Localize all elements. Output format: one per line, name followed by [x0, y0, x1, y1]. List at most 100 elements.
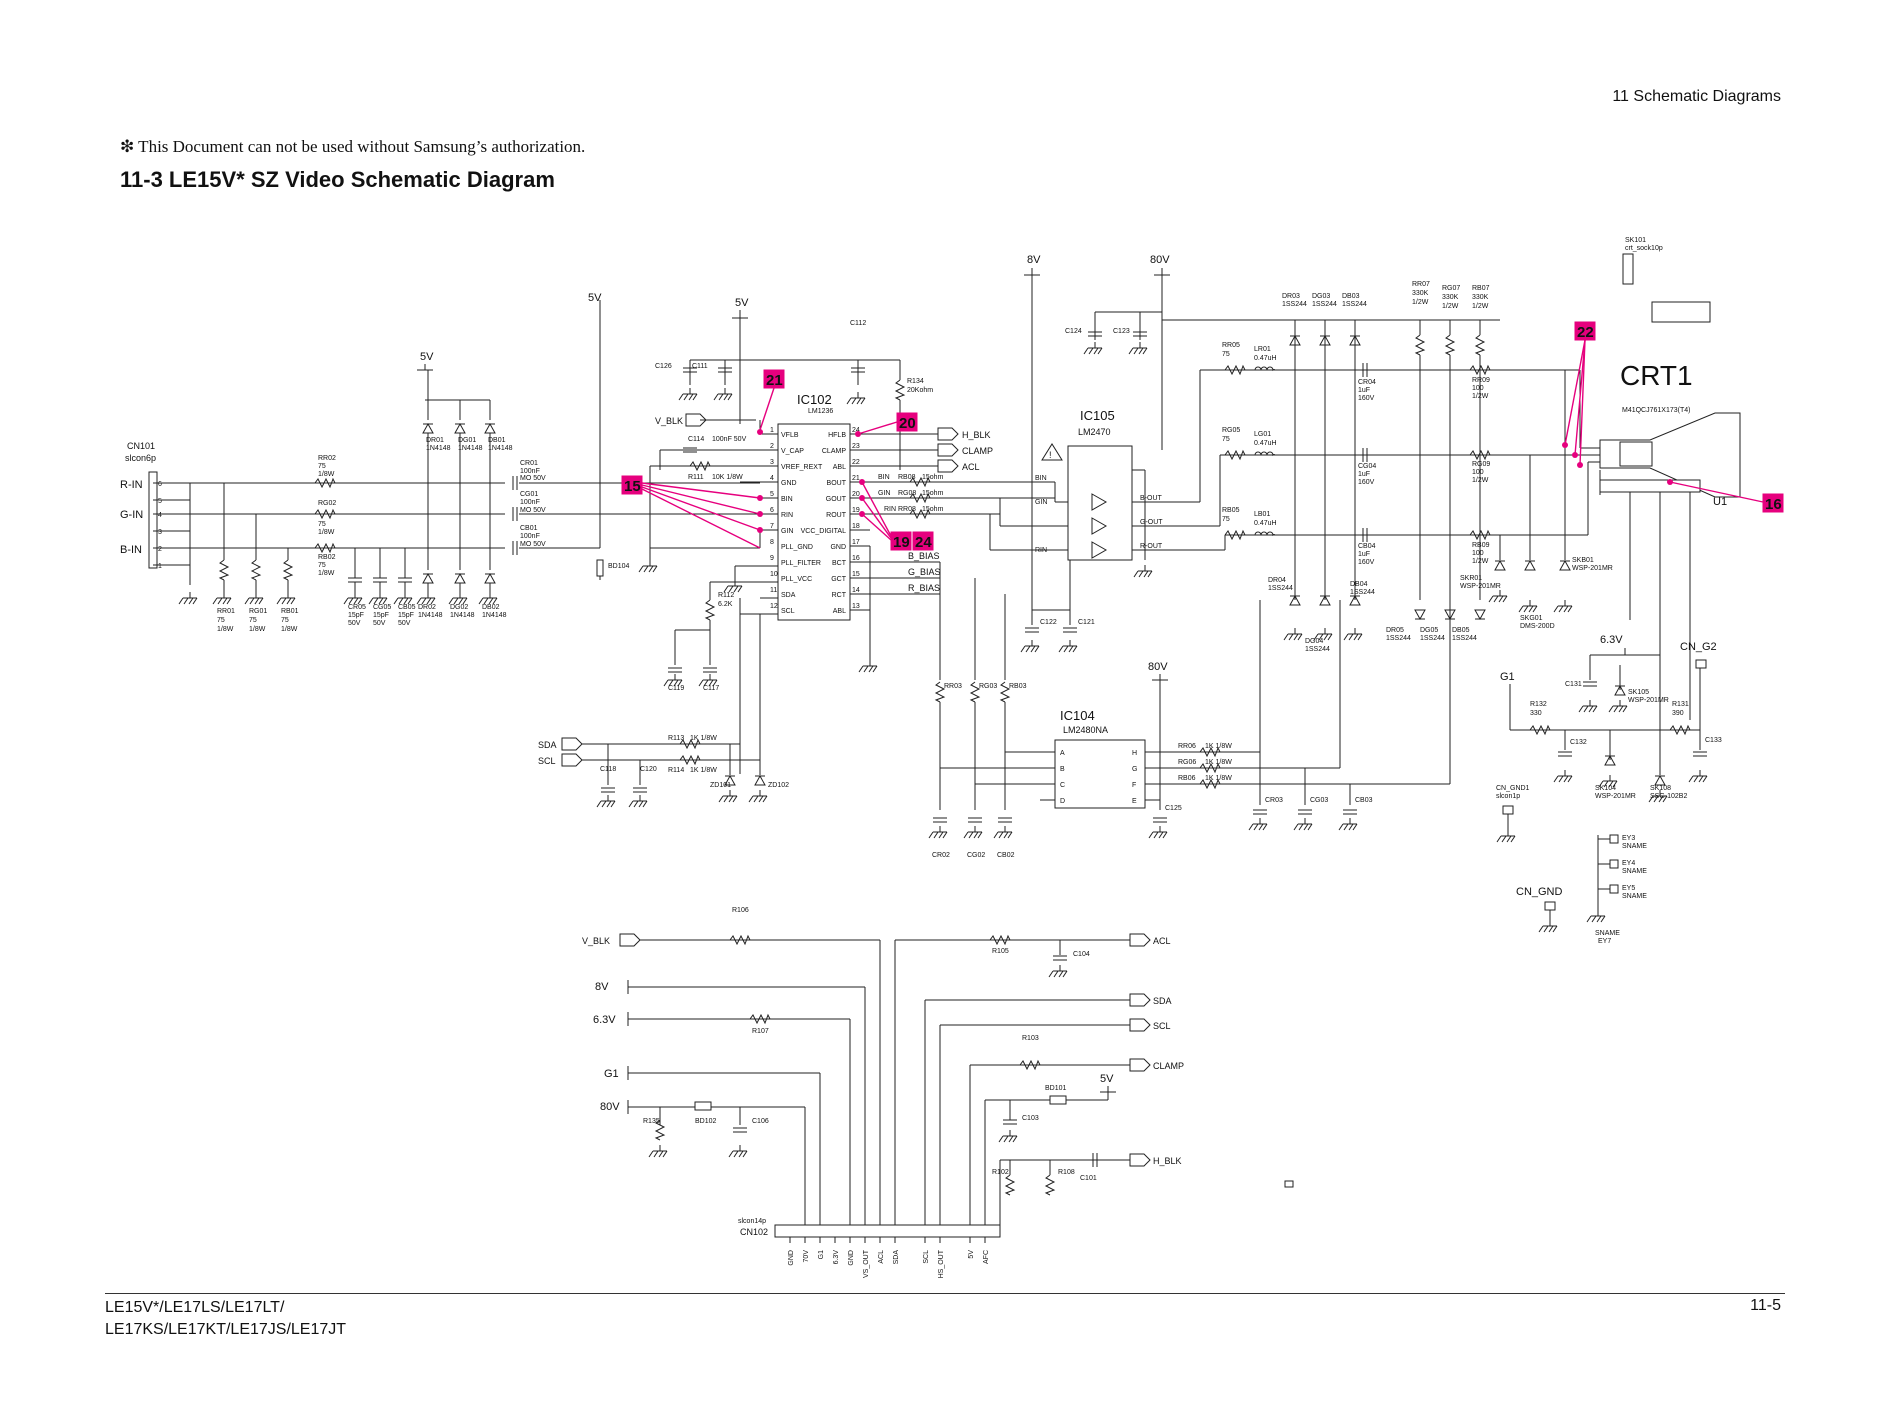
- cn101-pin-number: 3: [158, 529, 162, 536]
- footer-models-line1: LE15V*/LE17LS/LE17LT/: [105, 1299, 285, 1316]
- v80-label-b: 80V: [1148, 661, 1168, 673]
- ic102-pin-left: SDA: [781, 592, 796, 599]
- ic102-pin-number: 1: [770, 427, 774, 434]
- svg-text:C106: C106: [752, 1118, 769, 1125]
- svg-text:WSP-201MR: WSP-201MR: [1572, 565, 1613, 572]
- svg-text:WSP-201MR: WSP-201MR: [1595, 793, 1636, 800]
- ic102-pin-number: 6: [770, 507, 774, 514]
- v-blk-label: V_BLK: [655, 416, 683, 426]
- ic102-pin-left: PLL_GND: [781, 544, 813, 551]
- svg-text:G1: G1: [604, 1068, 619, 1080]
- svg-text:H_BLK: H_BLK: [1153, 1156, 1182, 1166]
- ic104-pin: B: [1060, 766, 1065, 773]
- svg-text:1SS244: 1SS244: [1268, 585, 1293, 592]
- svg-text:75: 75: [1222, 436, 1230, 443]
- svg-text:CLAMP: CLAMP: [1153, 1061, 1184, 1071]
- svg-text:RR05: RR05: [1222, 342, 1240, 349]
- svg-text:100: 100: [1472, 550, 1484, 557]
- svg-text:RB06: RB06: [1178, 775, 1196, 782]
- svg-text:LG01: LG01: [1254, 431, 1271, 438]
- sda-label: SDA: [538, 740, 557, 750]
- svg-text:CR01: CR01: [520, 460, 538, 467]
- ic102-pin-left: SCL: [781, 608, 795, 615]
- cn102-pin-label: SCL: [923, 1250, 930, 1264]
- svg-text:DB03: DB03: [1342, 293, 1360, 300]
- ic102-pin-number: 15: [852, 571, 860, 578]
- acl-label: ACL: [962, 462, 980, 472]
- svg-text:C103: C103: [1022, 1115, 1039, 1122]
- ic102-pin-left: V_CAP: [781, 448, 804, 455]
- svg-text:1SS244: 1SS244: [1282, 301, 1307, 308]
- svg-text:R114: R114: [668, 767, 684, 774]
- svg-text:1/2W: 1/2W: [1442, 303, 1459, 310]
- svg-text:RB07: RB07: [1472, 285, 1490, 292]
- ic104-pin: D: [1060, 798, 1065, 805]
- svg-text:RB05: RB05: [1222, 507, 1240, 514]
- svg-text:100: 100: [1472, 385, 1484, 392]
- svg-text:RR09: RR09: [1472, 377, 1490, 384]
- ic102-pin-right: GOUT: [826, 496, 847, 503]
- ic102-pin-right: GND: [830, 544, 846, 551]
- svg-text:1/8W: 1/8W: [217, 626, 234, 633]
- svg-text:B-OUT: B-OUT: [1140, 495, 1163, 502]
- svg-text:20: 20: [899, 415, 916, 432]
- svg-text:R106: R106: [732, 907, 749, 914]
- ic102-pin-number: 5: [770, 491, 774, 498]
- v5-label-a: 5V: [420, 351, 434, 363]
- svg-text:SSG-102B2: SSG-102B2: [1650, 793, 1687, 800]
- svg-text:RB09: RB09: [1472, 542, 1490, 549]
- svg-text:1K 1/8W: 1K 1/8W: [1205, 743, 1232, 750]
- svg-text:MO 50V: MO 50V: [520, 507, 546, 514]
- svg-text:CB02: CB02: [997, 852, 1015, 859]
- svg-text:C117: C117: [703, 685, 719, 692]
- svg-text:RB03: RB03: [1009, 683, 1027, 690]
- svg-text:15pF: 15pF: [348, 612, 364, 619]
- svg-text:330K: 330K: [1442, 294, 1459, 301]
- svg-text:75: 75: [281, 617, 289, 624]
- svg-text:75: 75: [318, 562, 326, 569]
- svg-text:MO 50V: MO 50V: [520, 475, 546, 482]
- svg-text:8V: 8V: [595, 981, 609, 993]
- svg-text:C101: C101: [1080, 1175, 1097, 1182]
- svg-text:CB03: CB03: [1355, 797, 1373, 804]
- svg-text:1SS244: 1SS244: [1305, 646, 1330, 653]
- svg-text:1K 1/8W: 1K 1/8W: [1205, 759, 1232, 766]
- svg-text:R108: R108: [1058, 1169, 1075, 1176]
- ic102-pin-number: 17: [852, 539, 860, 546]
- svg-text:1SS244: 1SS244: [1420, 635, 1445, 642]
- svg-text:GIN: GIN: [878, 490, 890, 497]
- ic102-pin-number: 8: [770, 539, 774, 546]
- svg-text:50V: 50V: [398, 620, 411, 627]
- svg-text:crt_sock10p: crt_sock10p: [1625, 245, 1663, 252]
- svg-text:1uF: 1uF: [1358, 551, 1370, 558]
- svg-text:ZD101: ZD101: [710, 782, 731, 789]
- svg-text:LM1236: LM1236: [808, 408, 833, 415]
- svg-text:75: 75: [217, 617, 225, 624]
- svg-text:DB05: DB05: [1452, 627, 1470, 634]
- svg-text:G-OUT: G-OUT: [1140, 519, 1163, 526]
- svg-text:1N4148: 1N4148: [450, 612, 475, 619]
- ic102-pin-left: GIN: [781, 528, 793, 535]
- cn102-pin-label: 6.3V: [833, 1250, 840, 1265]
- ic102-pin-left: PLL_VCC: [781, 576, 812, 583]
- cn-gnd-label: CN_GND: [1516, 886, 1563, 898]
- page-title: 11-3 LE15V* SZ Video Schematic Diagram: [120, 167, 555, 192]
- ic102-pin-number: 2: [770, 443, 774, 450]
- svg-text:RIN: RIN: [884, 506, 896, 513]
- svg-text:U1: U1: [1713, 496, 1727, 508]
- clamp-label: CLAMP: [962, 446, 993, 456]
- svg-text:R105: R105: [992, 948, 1009, 955]
- ic102-pin-number: 21: [852, 475, 860, 482]
- cn102-pin-label: GND: [848, 1250, 855, 1266]
- svg-text:SDA: SDA: [1153, 996, 1172, 1006]
- svg-text:R107: R107: [752, 1028, 769, 1035]
- svg-text:SCL: SCL: [1153, 1021, 1171, 1031]
- authorization-notice: ❇ This Document can not be used without …: [120, 137, 586, 156]
- svg-text:CN_GND1: CN_GND1: [1496, 785, 1530, 792]
- svg-text:CN102: CN102: [740, 1227, 768, 1237]
- svg-text:SK105: SK105: [1628, 689, 1649, 696]
- ic102-pin-number: 7: [770, 523, 774, 530]
